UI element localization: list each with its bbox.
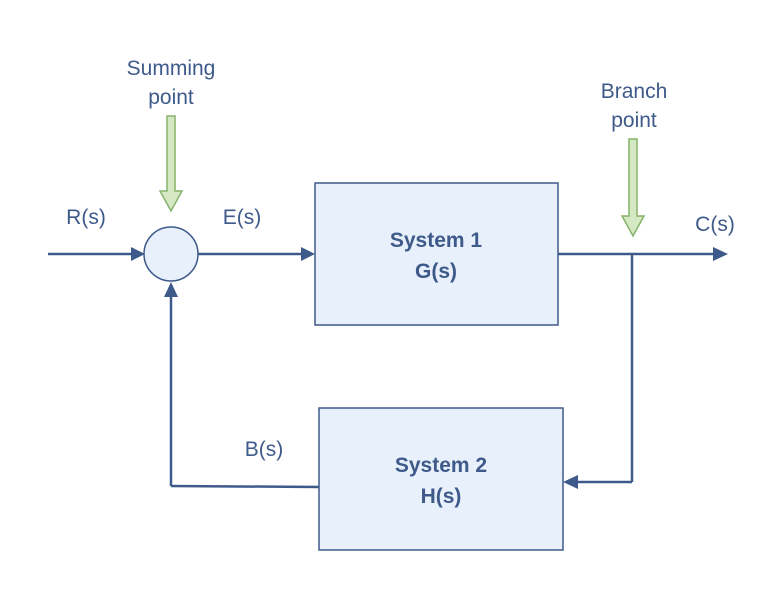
input-arrowhead (131, 247, 145, 261)
system1-function: G(s) (415, 260, 457, 283)
system2-block (318, 407, 564, 551)
system1-title: System 1 (390, 229, 483, 252)
output-arrowhead (713, 247, 728, 261)
system2-function: H(s) (421, 485, 462, 508)
feedback-arrowhead (164, 282, 178, 297)
error-label: E(s) (223, 206, 262, 229)
branch-pointer-arrow (620, 138, 646, 238)
summing-point-circle (143, 226, 199, 282)
system2-title: System 2 (395, 454, 487, 477)
error-arrowhead (301, 247, 315, 261)
branch-arrowhead (563, 475, 578, 489)
summing-annotation-line1: Summing (127, 57, 216, 80)
system1-block (314, 182, 559, 326)
output-label: C(s) (695, 213, 735, 236)
feedback-label: B(s) (245, 438, 284, 461)
input-label: R(s) (66, 206, 106, 229)
feedback-horizontal-line (170, 484, 320, 489)
summing-annotation-line2: point (148, 86, 194, 109)
branch-annotation-line1: Branch (601, 80, 668, 103)
summing-pointer-arrow (158, 115, 184, 213)
branch-annotation-line2: point (611, 109, 657, 132)
